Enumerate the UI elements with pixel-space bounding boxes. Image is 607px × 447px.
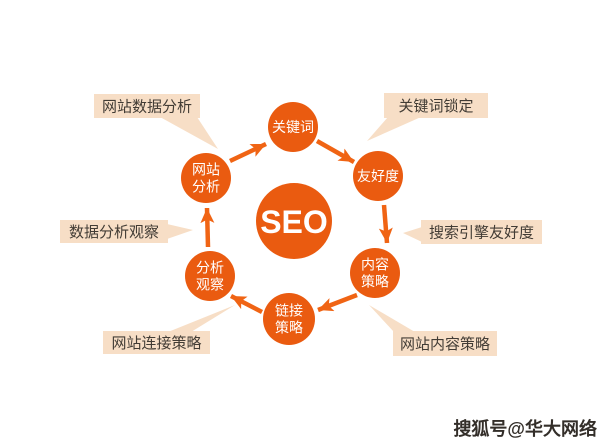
watermark-text: 搜狐号@华大网络 xyxy=(453,418,597,439)
node-content-strategy-label-line1: 内容 xyxy=(361,257,389,273)
callout-data-analysis-observe: 数据分析观察 xyxy=(60,220,193,243)
node-site-analysis-label-line2: 分析 xyxy=(192,179,220,195)
callout-search-engine-friendly-text: 搜索引擎友好度 xyxy=(429,225,534,242)
callout-site-link-strategy-text: 网站连接策略 xyxy=(111,335,201,352)
callout-keyword-locking: 关键词锁定 xyxy=(367,93,488,141)
callout-site-content-strategy-tail xyxy=(369,305,415,332)
node-friendliness: 友好度 xyxy=(353,151,403,201)
node-friendliness-label-line1: 友好度 xyxy=(357,168,399,184)
node-site-analysis-circle xyxy=(181,153,231,203)
node-analysis-observation-circle xyxy=(185,251,235,301)
callout-search-engine-friendly-box xyxy=(421,220,542,244)
node-link-strategy-circle xyxy=(263,293,315,345)
callout-data-analysis-observe-tail xyxy=(167,224,193,239)
callout-keyword-locking-text: 关键词锁定 xyxy=(398,98,473,115)
callout-keyword-locking-tail xyxy=(367,117,421,141)
arrow-keywords-to-friendliness xyxy=(315,139,356,164)
arrow-site-analysis-to-keywords xyxy=(229,141,267,164)
center-node-circle xyxy=(256,183,332,259)
node-link-strategy-label-line2: 策略 xyxy=(275,320,303,336)
node-link-strategy-label-line1: 链接 xyxy=(275,303,303,319)
callout-site-content-strategy-box xyxy=(393,331,497,356)
callout-search-engine-friendly: 搜索引擎友好度 xyxy=(403,220,542,244)
callout-site-content-strategy-text: 网站内容策略 xyxy=(400,336,490,353)
node-analysis-observation: 分析观察 xyxy=(185,251,235,301)
node-keywords-label-line1: 关键词 xyxy=(272,119,314,135)
node-content-strategy: 内容策略 xyxy=(350,248,400,298)
node-content-strategy-circle xyxy=(350,248,400,298)
node-keywords-circle xyxy=(268,102,318,152)
callout-data-analysis-observe-text: 数据分析观察 xyxy=(69,223,159,241)
callout-site-link-strategy: 网站连接策略 xyxy=(103,305,235,354)
callout-site-data-analysis-text: 网站数据分析 xyxy=(102,99,192,116)
callout-site-content-strategy: 网站内容策略 xyxy=(369,305,497,356)
arrow-link-strategy-to-analysis-observation xyxy=(229,294,264,314)
callout-data-analysis-observe-box xyxy=(60,220,168,243)
arrow-friendliness-to-content-strategy xyxy=(378,204,393,244)
node-analysis-observation-label-line1: 分析 xyxy=(196,260,224,276)
node-analysis-observation-label-line2: 观察 xyxy=(196,277,224,293)
callout-site-link-strategy-box xyxy=(103,331,210,354)
callout-site-link-strategy-tail xyxy=(168,305,235,332)
callout-site-data-analysis-box xyxy=(94,94,200,118)
callout-site-data-analysis: 网站数据分析 xyxy=(94,94,218,149)
center-node-seo: SEO xyxy=(256,183,332,259)
callout-keyword-locking-box xyxy=(384,93,488,118)
arrow-analysis-observation-to-site-analysis xyxy=(200,207,215,248)
center-node-label: SEO xyxy=(260,204,328,240)
node-keywords: 关键词 xyxy=(268,102,318,152)
node-friendliness-circle xyxy=(353,151,403,201)
node-site-analysis-label-line1: 网站 xyxy=(192,162,220,178)
node-content-strategy-label-line2: 策略 xyxy=(361,274,389,290)
arrow-content-strategy-to-link-strategy xyxy=(317,292,358,313)
callout-search-engine-friendly-tail xyxy=(403,227,422,242)
callout-site-data-analysis-tail xyxy=(160,117,218,149)
